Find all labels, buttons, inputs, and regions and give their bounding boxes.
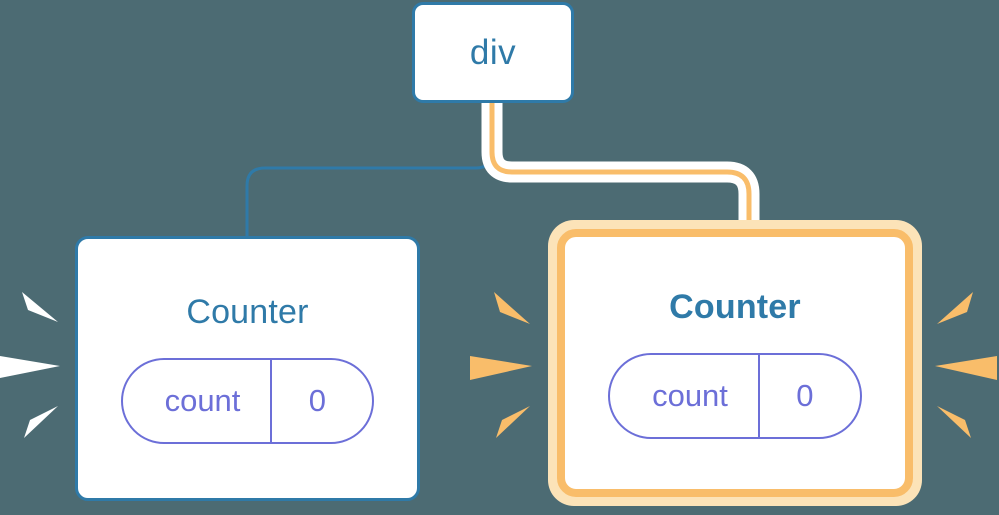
right-counter-left-rays: [468, 280, 538, 450]
counter-body-right: Counter count 0: [565, 237, 905, 489]
ray-white-middle: [0, 356, 60, 378]
state-value-left: 0: [270, 360, 372, 442]
ray-white-top: [22, 292, 58, 322]
right-counter-right-rays: [929, 280, 999, 450]
ray-orange-right-top: [937, 292, 973, 324]
state-pill-right: count 0: [608, 352, 862, 439]
node-div-label: div: [469, 32, 517, 72]
edge-div-to-right-counter-halo: [481, 103, 760, 232]
state-key-left: count: [164, 383, 241, 418]
node-div[interactable]: div: [412, 2, 574, 103]
state-value-right: 0: [757, 354, 860, 437]
edge-div-to-left-counter: [245, 101, 494, 238]
ray-orange-right-middle: [935, 356, 997, 380]
ray-orange-right-bottom: [937, 406, 971, 438]
ray-orange-left-top: [494, 292, 530, 324]
node-counter-right[interactable]: Counter count 0: [548, 220, 922, 506]
ray-white-bottom: [24, 406, 58, 438]
counter-body-left: Counter count 0: [78, 239, 417, 498]
left-counter-rays: [0, 280, 70, 450]
node-counter-right-highlight: Counter count 0: [557, 229, 913, 497]
counter-title-left: Counter: [186, 293, 309, 331]
ray-orange-left-bottom: [496, 406, 530, 438]
node-counter-left[interactable]: Counter count 0: [75, 236, 420, 501]
ray-orange-left-middle: [470, 356, 532, 380]
edge-div-to-right-counter: [489, 103, 752, 232]
state-pill-left: count 0: [120, 358, 375, 444]
state-key-right: count: [652, 377, 728, 413]
counter-title-right: Counter: [669, 287, 801, 326]
